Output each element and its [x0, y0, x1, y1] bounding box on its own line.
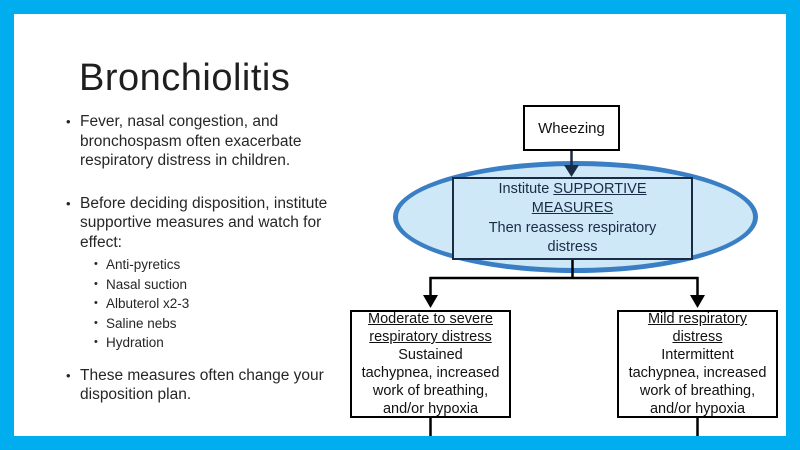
mild-box: Mild respiratory distress Intermittent t… — [617, 310, 778, 418]
bullet-dot-icon: • — [66, 367, 71, 383]
arrowhead-to-mild — [690, 295, 705, 308]
bullet-item: • Fever, nasal congestion, and bronchosp… — [66, 112, 358, 171]
bullet-dot-icon: • — [94, 258, 98, 270]
bullet-item: • These measures often change your dispo… — [66, 366, 358, 405]
supportive-line2: Then reassess respiratory distress — [488, 219, 657, 256]
bullet-item: • Before deciding disposition, institute… — [66, 194, 358, 253]
sub-bullet-item: • Nasal suction — [94, 275, 358, 295]
bullet-dot-icon: • — [66, 195, 71, 211]
bullet-dot-icon: • — [66, 114, 71, 129]
bullet-dot-icon: • — [94, 297, 98, 309]
sub-bullet-text: Saline nebs — [106, 315, 177, 331]
bullet-text: These measures often change your disposi… — [80, 366, 324, 404]
sub-bullet-item: • Saline nebs — [94, 314, 358, 334]
sub-bullet-text: Hydration — [106, 335, 164, 350]
sub-bullet-text: Nasal suction — [106, 276, 188, 292]
mild-heading: Mild respiratory distress — [647, 311, 748, 345]
moderate-severe-heading: Moderate to severe respiratory distress — [368, 311, 493, 345]
bullet-text: Fever, nasal congestion, and bronchospas… — [80, 113, 302, 169]
moderate-severe-body: Sustained tachypnea, increased work of b… — [361, 347, 500, 417]
mild-body: Intermittent tachypnea, increased work o… — [628, 347, 767, 417]
supportive-line1-prefix: Institute — [498, 180, 554, 197]
bullet-dot-icon: • — [94, 316, 98, 329]
sub-bullet-item: • Hydration — [94, 333, 358, 353]
bullet-dot-icon: • — [94, 336, 98, 348]
arrowhead-to-moderate — [423, 295, 438, 308]
bullet-dot-icon: • — [94, 277, 98, 290]
bullet-text: Before deciding disposition, institute s… — [80, 194, 328, 251]
sub-bullet-list: • Anti-pyretics • Nasal suction • Albute… — [94, 255, 358, 353]
supportive-line1-underlined: SUPPORTIVE MEASURES — [531, 180, 647, 217]
moderate-severe-box: Moderate to severe respiratory distress … — [350, 310, 511, 418]
sub-bullet-text: Anti-pyretics — [106, 257, 181, 272]
sub-bullet-item: • Anti-pyretics — [94, 255, 358, 275]
bullet-list: • Fever, nasal congestion, and bronchosp… — [66, 112, 358, 405]
sub-bullet-item: • Albuterol x2-3 — [94, 294, 358, 314]
wheezing-box: Wheezing — [523, 105, 620, 151]
sub-bullet-text: Albuterol x2-3 — [106, 296, 190, 311]
slide-title: Bronchiolitis — [79, 57, 291, 99]
wheezing-label: Wheezing — [538, 119, 605, 137]
